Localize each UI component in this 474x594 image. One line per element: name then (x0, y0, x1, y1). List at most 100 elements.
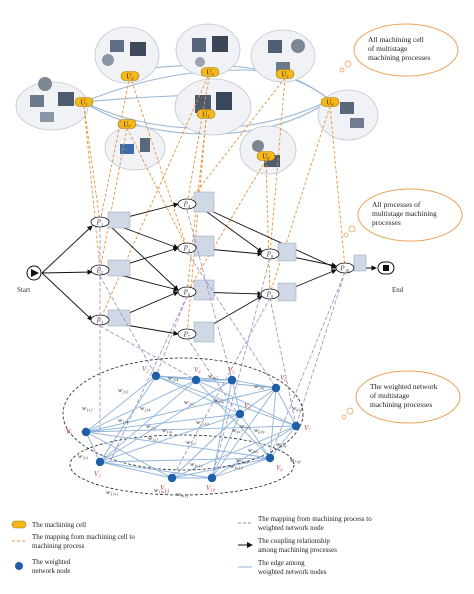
end-label: End (392, 286, 404, 294)
cell-u4: U₄ (275, 69, 295, 79)
edge-V2-V7 (155, 375, 297, 427)
machine-icon (192, 38, 206, 52)
cell-label: U₈ (262, 153, 270, 161)
svg-text:The mapping from machining pro: The mapping from machining process to (258, 515, 372, 523)
machine-icon (216, 92, 232, 110)
cloud-text-line: of multistage (368, 44, 408, 53)
machine-icon (340, 102, 354, 114)
node-label: V₇ (304, 424, 311, 432)
cluster-u8 (239, 125, 297, 175)
edge-V1-V4 (85, 379, 197, 433)
gear-icon (195, 57, 205, 67)
edge-V3-V11 (99, 461, 173, 479)
cell-label: U₄ (281, 71, 289, 79)
node-v7: V₇ (291, 421, 311, 432)
process-p7: P₇ (177, 328, 197, 340)
edge-weight-label: w₈,₁₀ (230, 463, 243, 470)
edge-V6-V9 (239, 387, 277, 415)
edge-V7-V8 (269, 425, 297, 459)
machine-icon (40, 112, 54, 122)
node-v4: V₄ (191, 366, 201, 385)
cloud-text-line: processes (372, 218, 401, 227)
cloud-text-line: All processes of (372, 200, 421, 209)
edge-V1-V8 (85, 431, 271, 459)
start-node: Start (17, 265, 42, 294)
machine-icons (30, 36, 364, 167)
process-p1: P₁ (90, 216, 110, 228)
machine-icon (212, 36, 228, 52)
node-label: V₉ (244, 402, 251, 410)
cloud-text-line: of multistage (370, 391, 410, 400)
node-label: V₆ (280, 374, 287, 382)
cell-u5: U₅ (196, 109, 216, 119)
node-v1: V₁ (66, 427, 91, 437)
node-v8: V₈ (265, 453, 283, 472)
edge-weight-label: w₁,₇ (148, 435, 159, 442)
node-v10: V₁₀ (206, 473, 217, 492)
edge-weight-label: w₂,₄ (140, 405, 151, 412)
legend-item-coupling: The coupling relationship among machinin… (238, 537, 337, 554)
edge-V6-V10 (211, 387, 277, 479)
edge-V9-V10 (211, 413, 241, 479)
svg-text:The coupling relationship: The coupling relationship (258, 537, 330, 545)
legend-text-line2: machining process (32, 542, 85, 550)
process-p5: P₅ (177, 242, 197, 254)
edge-V1-V6 (85, 387, 277, 433)
svg-text:weighted network node: weighted network node (258, 524, 324, 532)
machine-icon (350, 118, 364, 128)
cell-u6: U₆ (320, 97, 340, 107)
svg-text:The edge among: The edge among (258, 559, 305, 567)
node-v3: V₃ (94, 457, 105, 478)
edge-weight-label: w₁₀,₁₁ (154, 487, 169, 494)
cell-u1: U₁ (74, 97, 94, 107)
machine-icon (140, 138, 150, 152)
cloud-text-line: machining processes (370, 400, 432, 409)
process-label: P₆ (183, 289, 191, 297)
process-label: P₈ (266, 251, 274, 259)
edge-V8-V10 (211, 457, 271, 479)
edge-V5-V9 (231, 379, 241, 415)
edge-weight-label: w₆,₈ (276, 441, 286, 448)
edge-weight-label: w₄,₇ (232, 427, 243, 434)
edge-weight-label: w₁₁,₁ (106, 489, 119, 496)
legend-text-line1: The mapping from machining cell to (32, 533, 135, 541)
edge-weight-label: w₃,₁ (78, 453, 88, 460)
gear-icon (252, 140, 264, 152)
edge-V1-V9 (85, 413, 241, 433)
legend: The machining cell The mapping from mach… (11, 515, 372, 576)
edge-V3-V1 (85, 431, 101, 463)
edge-V7-V10 (211, 425, 297, 479)
edge-weight-label: w₈,₁₁ (190, 461, 203, 468)
machine-icon (30, 95, 44, 107)
machine-icon (276, 62, 290, 72)
edge-V2-V9 (155, 375, 241, 415)
edge-weight-label: w₅,₉ (240, 423, 250, 430)
edge-V2-V6 (155, 375, 277, 389)
edge-V5-V10 (211, 379, 233, 479)
cloud-text-line: The weighted network (370, 382, 438, 391)
process-label: P₄ (183, 201, 191, 209)
gear-icon (102, 54, 114, 66)
edge-V3-V5 (99, 379, 233, 463)
edge-weight-label: w₂,₃ (118, 387, 128, 394)
process-p6: P₆ (177, 286, 197, 298)
machine-icon (110, 40, 124, 52)
svg-text:The weighted: The weighted (32, 558, 71, 566)
process-label: P₉ (266, 291, 274, 299)
svg-text:among machining processes: among machining processes (258, 546, 337, 554)
machine-icon (120, 144, 134, 154)
cloud-text-line: multistage machining (372, 209, 437, 218)
edge-weight-label: w₅,₆ (254, 383, 264, 390)
edge-weight-label: w₅,₁₀ (196, 419, 209, 426)
node-label: V₈ (276, 464, 283, 472)
cell-label: U₁ (80, 99, 88, 107)
node-label: V₁ (66, 428, 73, 436)
edge-V5-V6 (231, 379, 277, 389)
edge-weight-label: w₄,₅ (208, 373, 218, 380)
edge-weight-label: w₂,₇ (186, 439, 197, 446)
edge-V2-V3 (99, 375, 157, 463)
